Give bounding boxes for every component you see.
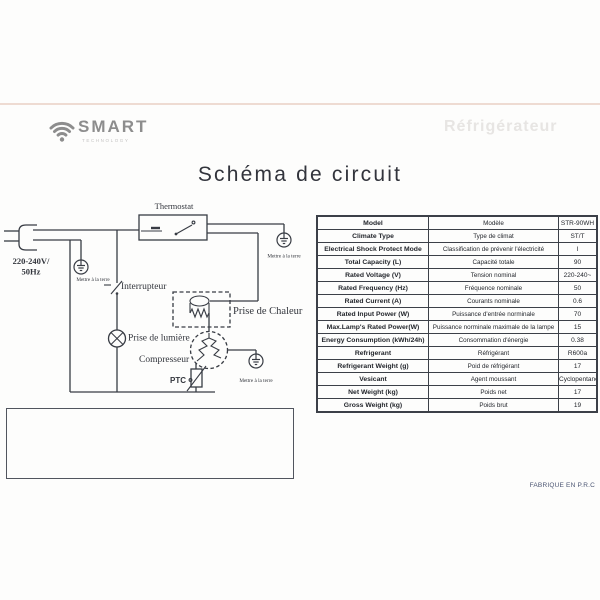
spec-name-en: Electrical Shock Protect Mode (316, 242, 429, 256)
spec-name-fr: Poids brut (428, 398, 559, 413)
spec-name-en: Refrigerant (316, 346, 429, 360)
spec-value: 17 (558, 385, 598, 399)
spec-value: I (558, 242, 598, 256)
interrupteur-label: Interrupteur (121, 282, 167, 292)
spec-value: R600a (558, 346, 598, 360)
lamp-icon (107, 329, 127, 348)
voltage-label: 220-240V/ (13, 256, 50, 266)
spec-name-en: Max.Lamp's Rated Power(W) (316, 320, 429, 334)
ground-icon (276, 232, 292, 248)
spec-value: 0.6 (558, 294, 598, 308)
spec-name-en: Rated Voltage (V) (316, 268, 429, 282)
brand-subtext: TECHNOLOGY (82, 138, 130, 143)
spec-name-fr: Fréquence nominale (428, 281, 559, 295)
header-rule (0, 103, 600, 105)
ground-label: Mettre à la terre (76, 277, 110, 283)
spec-name-fr: Agent moussant (428, 372, 559, 386)
light-label: Prise de lumière (128, 334, 190, 344)
spec-name-fr: Poid de réfrigérant (428, 359, 559, 373)
empty-note-box (6, 408, 294, 479)
spec-value: 19 (558, 398, 598, 413)
heater-label: Prise de Chaleur (233, 306, 303, 317)
ptc-icon (186, 365, 207, 392)
ground-label: Mettre à la terre (239, 378, 273, 384)
spec-name-fr: Poids net (428, 385, 559, 399)
heater-box (172, 291, 231, 328)
spec-name-en: Total Capacity (L) (316, 255, 429, 269)
spec-value: 220-240~ (558, 268, 598, 282)
page-title: Schéma de circuit (197, 163, 403, 186)
spec-name-fr: Modèle (428, 215, 559, 230)
spec-value: STR-90WH (558, 215, 598, 230)
spec-value: 0.38 (558, 333, 598, 347)
ground-icon (73, 259, 89, 275)
thermostat-box (138, 214, 208, 241)
ptc-label: PTC (170, 376, 186, 385)
spec-value: Cyclopentane (558, 372, 598, 386)
spec-row: Max.Lamp's Rated Power(W)Puissance normi… (316, 320, 598, 334)
spec-row: Refrigerant Weight (g)Poid de réfrigéran… (316, 359, 598, 373)
ground-icon (248, 353, 264, 369)
spec-name-en: Refrigerant Weight (g) (316, 359, 429, 373)
brand-logo: SMART TECHNOLOGY (44, 111, 164, 151)
spec-name-fr: Puissance norminale maximale de la lampe (428, 320, 559, 334)
footer-origin-text: FABRIQUE EN P.R.C (529, 482, 595, 489)
spec-name-fr: Consommation d'énergie (428, 333, 559, 347)
ground-label: Mettre à la terre (267, 254, 301, 260)
spec-name-en: Climate Type (316, 229, 429, 243)
brand-name: SMART (78, 117, 149, 136)
spec-value: 70 (558, 307, 598, 321)
spec-name-en: Gross Weight (kg) (316, 398, 429, 413)
spec-name-fr: Type de climat (428, 229, 559, 243)
spec-value: 15 (558, 320, 598, 334)
compressor-label: Compresseur (139, 355, 190, 365)
wifi-icon (49, 121, 75, 142)
spec-row: Rated Input Power (W)Puissance d'entrée … (316, 307, 598, 321)
circuit-wires (33, 223, 285, 393)
spec-value: 17 (558, 359, 598, 373)
switch-icon (104, 280, 123, 295)
spec-name-fr: Capacité totale (428, 255, 559, 269)
spec-name-en: Rated Current (A) (316, 294, 429, 308)
spec-value: ST/T (558, 229, 598, 243)
thermostat-label: Thermostat (155, 201, 194, 211)
spec-name-fr: Courants nominale (428, 294, 559, 308)
spec-name-en: Rated Input Power (W) (316, 307, 429, 321)
spec-name-fr: Tension nominal (428, 268, 559, 282)
spec-name-en: Vesicant (316, 372, 429, 386)
spec-name-en: Model (316, 215, 429, 230)
spec-value: 90 (558, 255, 598, 269)
compressor-icon (189, 330, 229, 370)
spec-name-fr: Réfrigérant (428, 346, 559, 360)
spec-name-fr: Puissance d'entrée norminale (428, 307, 559, 321)
spec-name-en: Rated Frequency (Hz) (316, 281, 429, 295)
spec-row: Energy Consumption (kWh/24h)Consommation… (316, 333, 598, 347)
spec-name-en: Energy Consumption (kWh/24h) (316, 333, 429, 347)
watermark-text: Réfrigérateur (444, 118, 558, 135)
spec-name-en: Net Weight (kg) (316, 385, 429, 399)
frequency-label: 50Hz (22, 267, 41, 277)
spec-value: 50 (558, 281, 598, 295)
plug-icon (4, 224, 37, 251)
spec-name-fr: Classification de prévenir l'électricité (428, 242, 559, 256)
